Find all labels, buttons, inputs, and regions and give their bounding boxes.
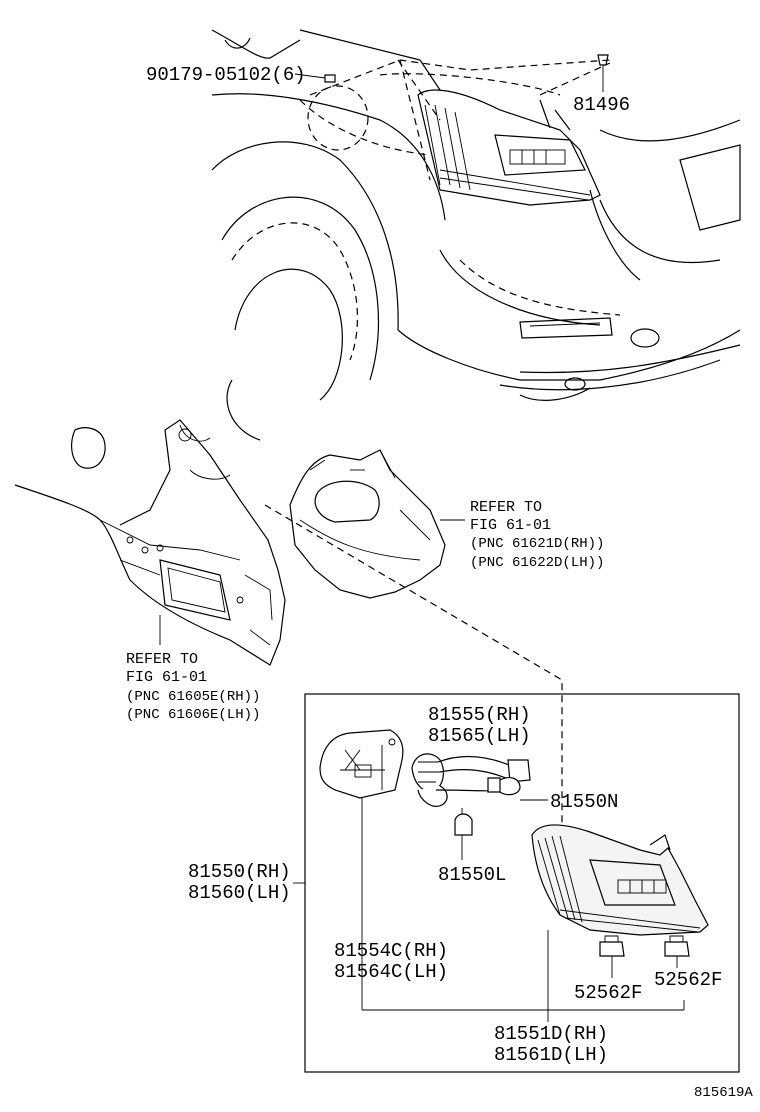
lamp-housing-panel: [289, 449, 446, 599]
socket-wire-rh-label: 81555(RH): [428, 704, 531, 726]
clip-81496-label: 81496: [573, 94, 630, 116]
refer-left-line2: FIG 61-01: [126, 669, 207, 686]
clip-52562F-a: [599, 935, 625, 978]
refer-left-line1: REFER TO: [126, 651, 198, 668]
lens-body-rh-label: 81551D(RH): [494, 1023, 608, 1045]
refer-right-line3: (PNC 61621D(RH)): [470, 536, 604, 552]
clip-52562F-b: [664, 935, 690, 968]
cover-rh-label: 81554C(RH): [334, 940, 448, 962]
socket-and-wire: [411, 753, 531, 820]
lamp-lens-body: [531, 824, 709, 1010]
assembly-connector-line: [264, 504, 563, 830]
lens-body-lh-label: 81561D(LH): [494, 1044, 608, 1066]
refer-left-line4: (PNC 61606E(LH)): [126, 707, 260, 723]
bulb-81550L: [454, 813, 473, 860]
vehicle-rear-body: [211, 29, 741, 441]
lamp-cover: [319, 729, 404, 1010]
quarter-inner-panel: [14, 419, 286, 666]
clip-b-label: 52562F: [654, 969, 722, 991]
bolt-symbol: [294, 73, 336, 83]
socket-wire-lh-label: 81565(LH): [428, 725, 531, 747]
refer-right-line2: FIG 61-01: [470, 517, 551, 534]
rear-lamp-installed: [417, 89, 601, 206]
bulb-81550N-label: 81550N: [550, 791, 618, 813]
bolt-label: 90179-05102(6): [146, 64, 306, 86]
lamp-assy-rh-label: 81550(RH): [188, 861, 291, 883]
lamp-assy-lh-label: 81560(LH): [188, 882, 291, 904]
refer-right-line4: (PNC 61622D(LH)): [470, 555, 604, 571]
bulb-81550L-label: 81550L: [438, 864, 506, 886]
cover-lh-label: 81564C(LH): [334, 961, 448, 983]
refer-right-line1: REFER TO: [470, 499, 542, 516]
clip-a-label: 52562F: [574, 982, 642, 1004]
clip-81496-symbol: [597, 54, 609, 92]
diagram-id: 815619A: [694, 1085, 753, 1101]
refer-left-line3: (PNC 61605E(RH)): [126, 689, 260, 705]
lens-body-bracket: [362, 1000, 685, 1022]
